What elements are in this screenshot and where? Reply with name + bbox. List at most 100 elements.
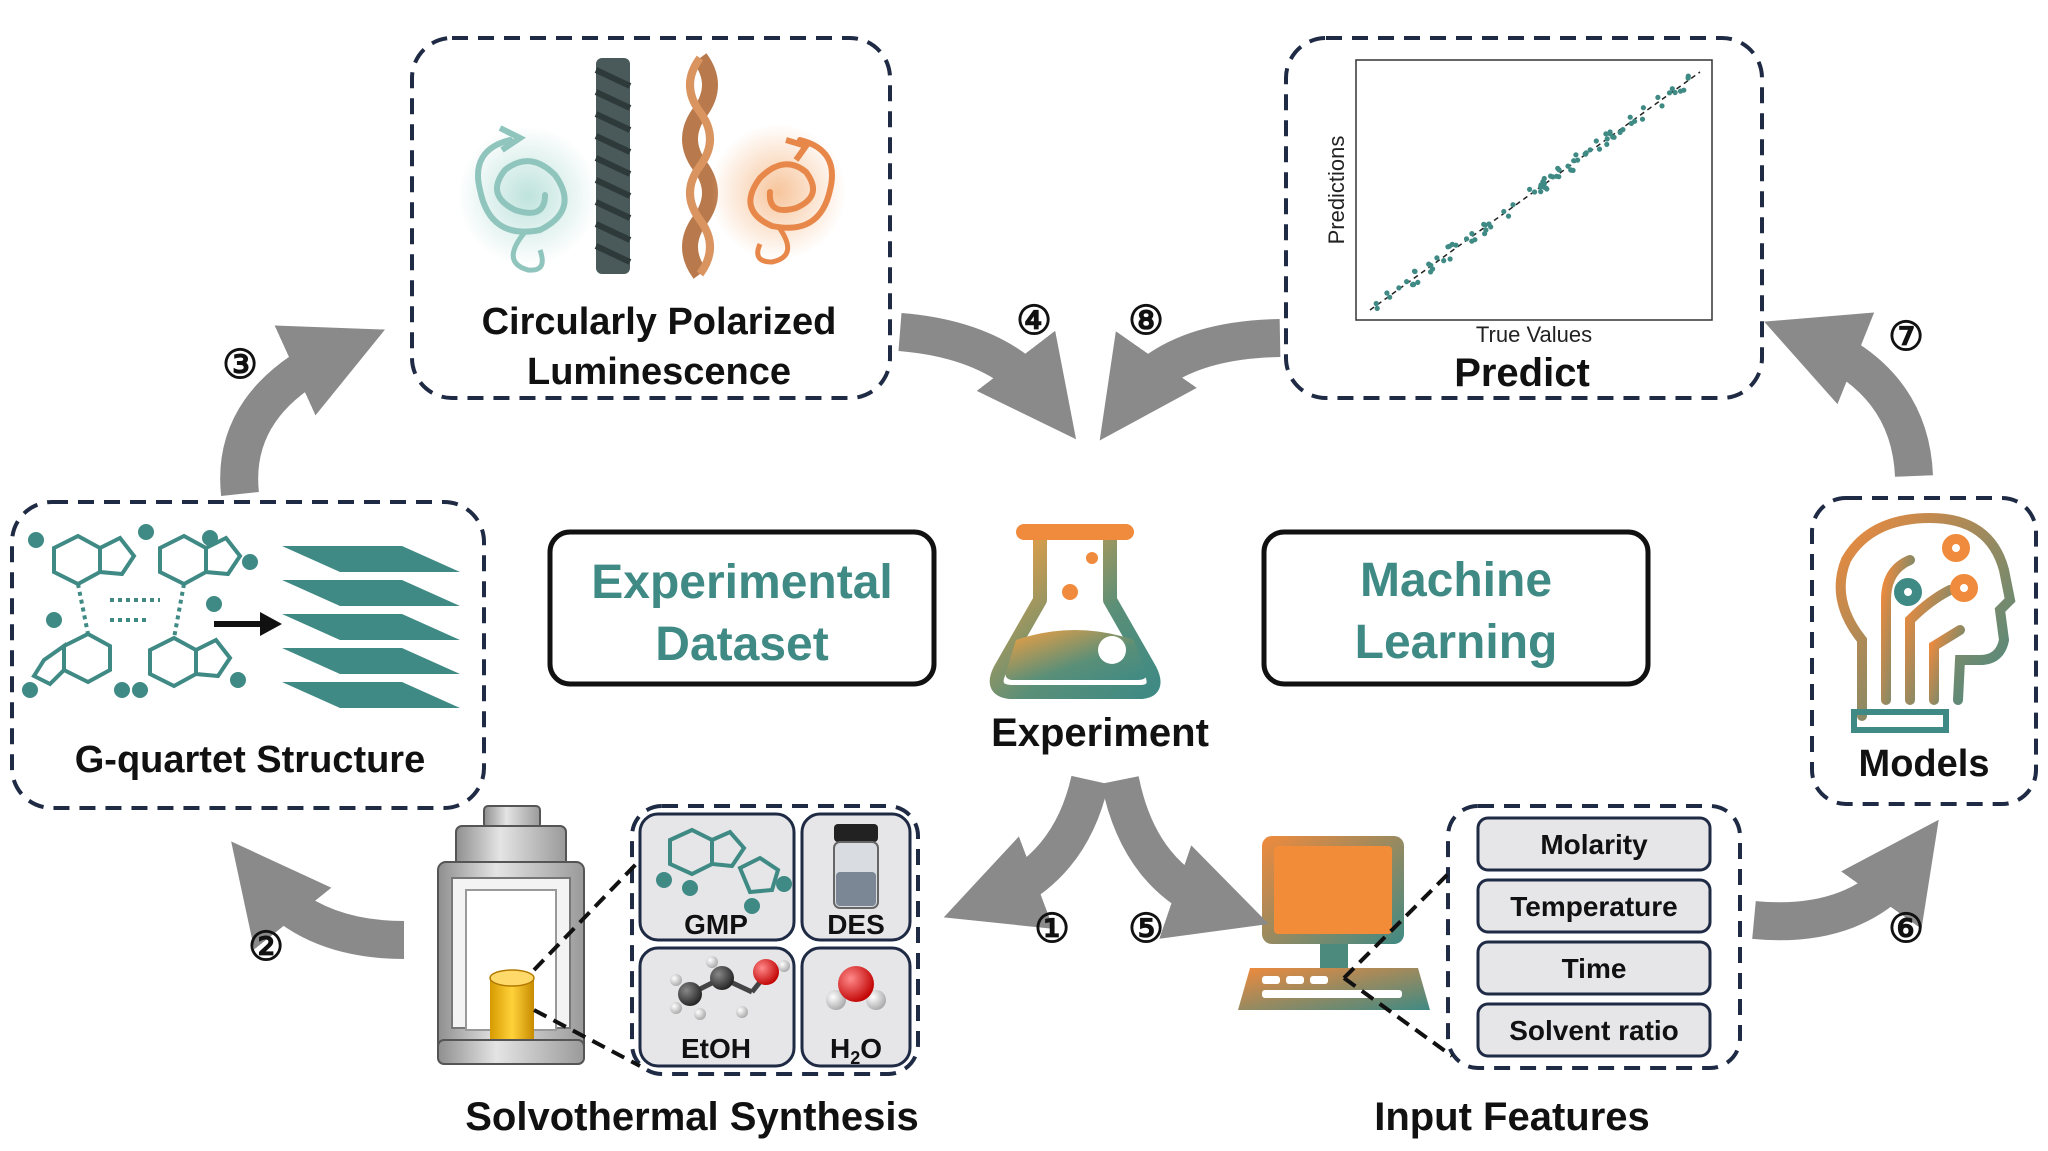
solvothermal-label: Solvothermal Synthesis bbox=[465, 1095, 918, 1139]
scatter-point bbox=[1445, 244, 1451, 250]
scatter-point bbox=[1501, 208, 1507, 215]
gmp-molecule-icon bbox=[656, 827, 792, 914]
scatter-point bbox=[1659, 103, 1665, 109]
scatter-point bbox=[1469, 238, 1475, 244]
etoh-label: EtOH bbox=[681, 1033, 751, 1064]
scatter-point bbox=[1463, 236, 1470, 242]
arrow-8 bbox=[1099, 319, 1281, 441]
ethanol-molecule-icon bbox=[670, 956, 790, 1020]
feature-label: Solvent ratio bbox=[1509, 1015, 1679, 1046]
scatter-point bbox=[1639, 116, 1646, 122]
feature-label: Temperature bbox=[1510, 891, 1678, 922]
scatter-point bbox=[1532, 189, 1538, 195]
scatter-point bbox=[1541, 175, 1547, 182]
scatter-point bbox=[1640, 105, 1646, 111]
step-6-label: ⑥ bbox=[1888, 907, 1924, 951]
step-8-label: ⑧ bbox=[1128, 299, 1164, 343]
scatter-point bbox=[1628, 120, 1634, 126]
arrow-6 bbox=[1752, 819, 1939, 941]
cpl-illustration bbox=[458, 53, 846, 279]
scatter-point bbox=[1655, 94, 1661, 100]
scatter-point bbox=[1404, 279, 1410, 285]
flow-arrows bbox=[220, 312, 1939, 959]
models-label: Models bbox=[1859, 743, 1990, 785]
scatter-point bbox=[1482, 222, 1488, 228]
machine-learning-box bbox=[1261, 529, 1651, 687]
scatter-point bbox=[1620, 127, 1626, 133]
scatter-point bbox=[1611, 134, 1617, 140]
water-cell bbox=[800, 946, 912, 1068]
scatter-point bbox=[1669, 86, 1675, 92]
scatter-point bbox=[1469, 231, 1475, 237]
water-label: H2O bbox=[830, 1033, 882, 1068]
step-7-label: ⑦ bbox=[1888, 315, 1924, 359]
scatter-point bbox=[1441, 258, 1447, 264]
feature-box bbox=[1476, 816, 1712, 872]
helix-orange-icon bbox=[682, 53, 718, 279]
scatter-point bbox=[1396, 285, 1402, 291]
scatter-point bbox=[1527, 186, 1533, 192]
computer-icon bbox=[1238, 836, 1430, 1010]
scatter-point bbox=[1596, 146, 1603, 152]
scatter-point bbox=[1573, 152, 1579, 158]
scatter-point bbox=[1685, 75, 1691, 81]
zoom-line-top bbox=[532, 858, 642, 972]
gquartet-molecule-icon bbox=[22, 524, 258, 698]
flask-icon bbox=[989, 524, 1161, 699]
input-features-label: Input Features bbox=[1374, 1095, 1650, 1139]
zoom-line-top-2 bbox=[1342, 868, 1454, 980]
step-5-label: ⑤ bbox=[1128, 907, 1164, 951]
predict-label: Predict bbox=[1454, 351, 1590, 395]
scatter-point bbox=[1428, 269, 1434, 275]
gquartet-label: G-quartet Structure bbox=[75, 739, 425, 781]
scatter-point bbox=[1482, 231, 1488, 237]
step-1-label: ① bbox=[1034, 907, 1070, 951]
predict-ylabel: Predictions bbox=[1324, 136, 1349, 245]
feature-box bbox=[1476, 940, 1712, 996]
scatter-point bbox=[1571, 158, 1577, 164]
arrow-5 bbox=[1101, 775, 1269, 939]
scatter-point bbox=[1384, 290, 1390, 296]
scatter-point bbox=[1409, 282, 1416, 288]
zoom-line-bottom-2 bbox=[1342, 976, 1454, 1058]
scatter-point bbox=[1373, 300, 1379, 307]
scatter-point bbox=[1672, 89, 1678, 96]
scatter-point bbox=[1550, 174, 1556, 180]
scatter-point bbox=[1544, 186, 1550, 192]
scatter-point bbox=[1604, 141, 1610, 147]
scatter-point bbox=[1505, 213, 1512, 219]
scatter-point bbox=[1415, 279, 1421, 285]
feature-label: Molarity bbox=[1540, 829, 1648, 860]
scatter-point bbox=[1570, 167, 1576, 173]
experimental-dataset-box bbox=[547, 529, 937, 687]
step-2-label: ② bbox=[248, 925, 284, 969]
scatter-point bbox=[1556, 174, 1562, 180]
feature-box bbox=[1476, 1002, 1712, 1058]
stacked-sheets-icon bbox=[282, 546, 460, 708]
arrow-2 bbox=[231, 841, 405, 959]
scatter-point bbox=[1604, 136, 1610, 142]
scatter-point bbox=[1593, 138, 1599, 144]
ai-head-icon bbox=[1835, 512, 2016, 733]
scatter-point bbox=[1538, 182, 1544, 188]
experiment-label: Experiment bbox=[991, 711, 1209, 755]
scatter-point bbox=[1677, 88, 1684, 94]
scatter-point bbox=[1575, 157, 1581, 163]
gquartet-panel bbox=[10, 500, 486, 810]
scatter-point bbox=[1666, 90, 1673, 96]
scatter-point bbox=[1447, 256, 1453, 262]
scatter-point bbox=[1627, 114, 1633, 120]
feature-label: Time bbox=[1562, 953, 1627, 984]
helix-dark-icon bbox=[594, 58, 632, 274]
scatter-point bbox=[1587, 147, 1593, 153]
scatter-point bbox=[1387, 294, 1393, 300]
arrow-4 bbox=[898, 313, 1077, 440]
scatter-point bbox=[1486, 221, 1492, 227]
scatter-point bbox=[1583, 151, 1589, 157]
vial-icon bbox=[833, 824, 879, 909]
des-label: DES bbox=[827, 909, 885, 940]
